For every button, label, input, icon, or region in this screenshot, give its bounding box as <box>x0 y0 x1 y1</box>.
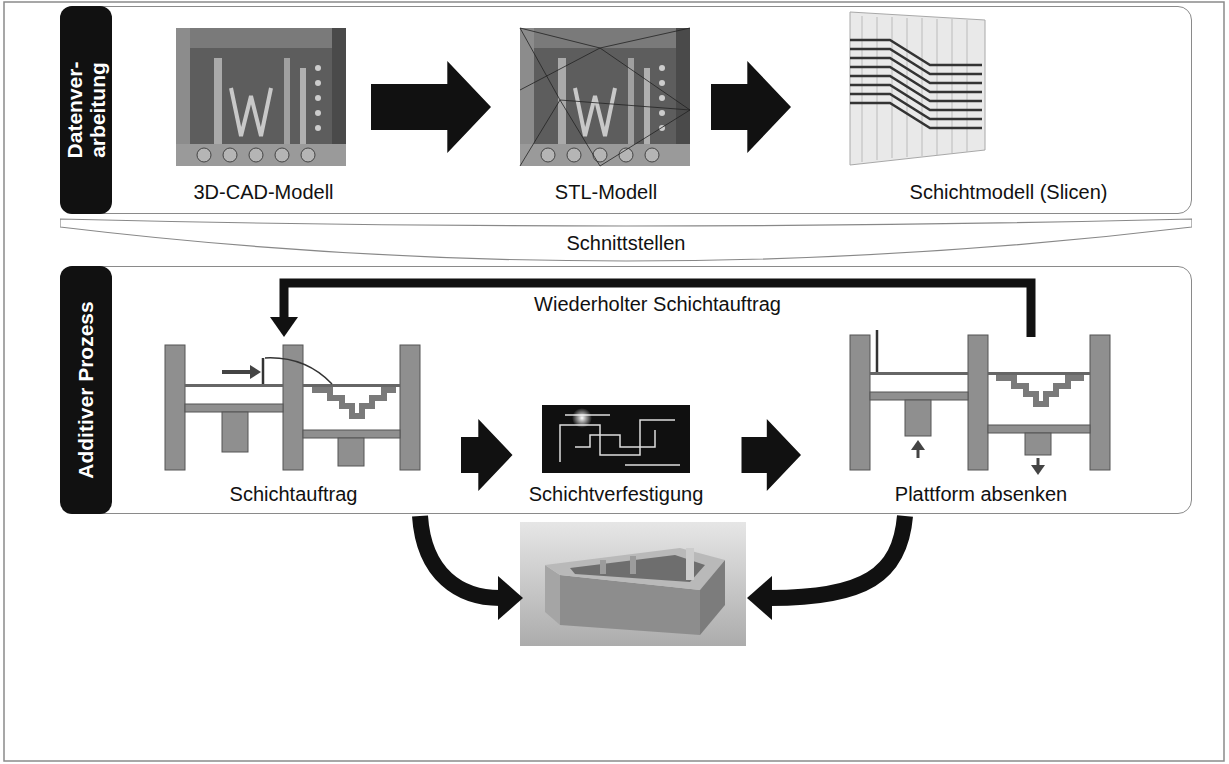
stl-model-image <box>520 28 690 166</box>
slice-model-image <box>850 12 985 165</box>
flow-arrow <box>371 61 491 153</box>
result-photo <box>630 556 636 574</box>
recoating-machine <box>165 345 185 470</box>
interface-funnel: Schnittstellen <box>60 216 1192 264</box>
result-arrows <box>420 516 500 598</box>
block-arrow <box>742 419 802 491</box>
recoating-machine <box>312 390 396 416</box>
lowering-machine <box>988 372 1090 375</box>
result-photo <box>545 565 560 625</box>
cad-model-image <box>176 28 346 166</box>
result-arrows <box>770 516 905 598</box>
band-title: Additiver Prozess <box>74 280 97 500</box>
step-label: Schichtauftrag <box>230 483 358 506</box>
recoating-machine <box>222 370 251 374</box>
lowering-machine <box>1031 465 1045 475</box>
slice-model-image <box>850 12 985 165</box>
outer-frame <box>4 2 1224 761</box>
step-label: Plattform absenken <box>895 483 1067 506</box>
slice-model-image <box>862 16 967 162</box>
result-photo <box>600 560 606 574</box>
step-label: Schichtverfestigung <box>529 483 704 506</box>
result-photo <box>686 548 694 580</box>
recoating-machine <box>250 365 261 379</box>
recoating-machine <box>165 345 420 470</box>
result-arrows <box>747 576 772 620</box>
recoating-machine <box>303 430 400 438</box>
recoating-machine <box>338 438 364 466</box>
lowering-machine <box>905 400 931 436</box>
lowering-machine <box>988 425 1090 433</box>
funnel-outline <box>60 219 1192 261</box>
laser-photo <box>542 405 690 473</box>
block-arrow <box>461 419 513 491</box>
result-arrows <box>420 516 905 620</box>
block-arrow <box>371 61 491 153</box>
loop-arrow <box>270 283 1031 337</box>
lowering-machine <box>968 335 988 470</box>
arrow-head <box>270 317 298 337</box>
recoating-machine <box>283 345 303 470</box>
lowering-machine <box>1090 335 1110 470</box>
lowering-machine <box>911 440 925 450</box>
step-label: 3D-CAD-Modell <box>193 181 333 204</box>
process-step: Schichtverfestigung <box>521 401 712 509</box>
lowering-machine <box>850 335 870 470</box>
lowering-machine <box>870 392 968 400</box>
step-label: STL-Modell <box>555 181 657 204</box>
laser-photo <box>542 405 690 473</box>
process-step: Plattform absenken <box>841 339 1121 509</box>
flow-arrow <box>711 61 791 153</box>
flow-arrow <box>461 419 513 491</box>
process-band: Datenver- arbeitung 3D-CAD-Modell STL-Mode… <box>60 6 1192 214</box>
flow-arrow <box>742 419 802 491</box>
interface-label: Schnittstellen <box>567 232 686 255</box>
result-photo <box>570 555 705 582</box>
result-arrows <box>498 576 523 620</box>
step-label: Schichtmodell (Slicen) <box>910 181 1108 204</box>
lowering-machine <box>1025 433 1051 455</box>
process-step: Schichtauftrag <box>161 339 426 509</box>
lowering-machine <box>850 330 1110 475</box>
recoating-machine <box>185 404 283 412</box>
process-step: Schichtmodell (Slicen) <box>831 23 1186 207</box>
process-step: 3D-CAD-Modell <box>166 23 361 207</box>
lowering-machine <box>876 330 879 372</box>
recoating-machine <box>185 384 283 387</box>
stl-triangles <box>520 28 690 166</box>
slice-model-image <box>850 40 982 128</box>
result-photo <box>700 560 725 635</box>
recoating-machine <box>265 358 332 384</box>
block-arrow <box>711 61 791 153</box>
laser-photo <box>572 408 592 428</box>
recoating-machine <box>400 345 420 470</box>
band-title: Datenver- arbeitung <box>63 50 109 170</box>
band-tab: Additiver Prozess <box>60 266 112 514</box>
process-step: STL-Modell <box>506 23 706 207</box>
recoating-machine <box>303 384 400 387</box>
band-tab: Datenver- arbeitung <box>60 6 112 214</box>
result-photo <box>545 548 725 590</box>
recoating-machine <box>222 412 248 452</box>
loop-line <box>284 283 1031 337</box>
lowering-machine <box>996 378 1084 404</box>
recoating-machine <box>262 358 265 384</box>
result-photo <box>520 522 746 646</box>
loop-label: Wiederholter Schichtauftrag <box>530 293 785 316</box>
lowering-machine <box>870 372 968 375</box>
result-photo <box>520 522 746 646</box>
